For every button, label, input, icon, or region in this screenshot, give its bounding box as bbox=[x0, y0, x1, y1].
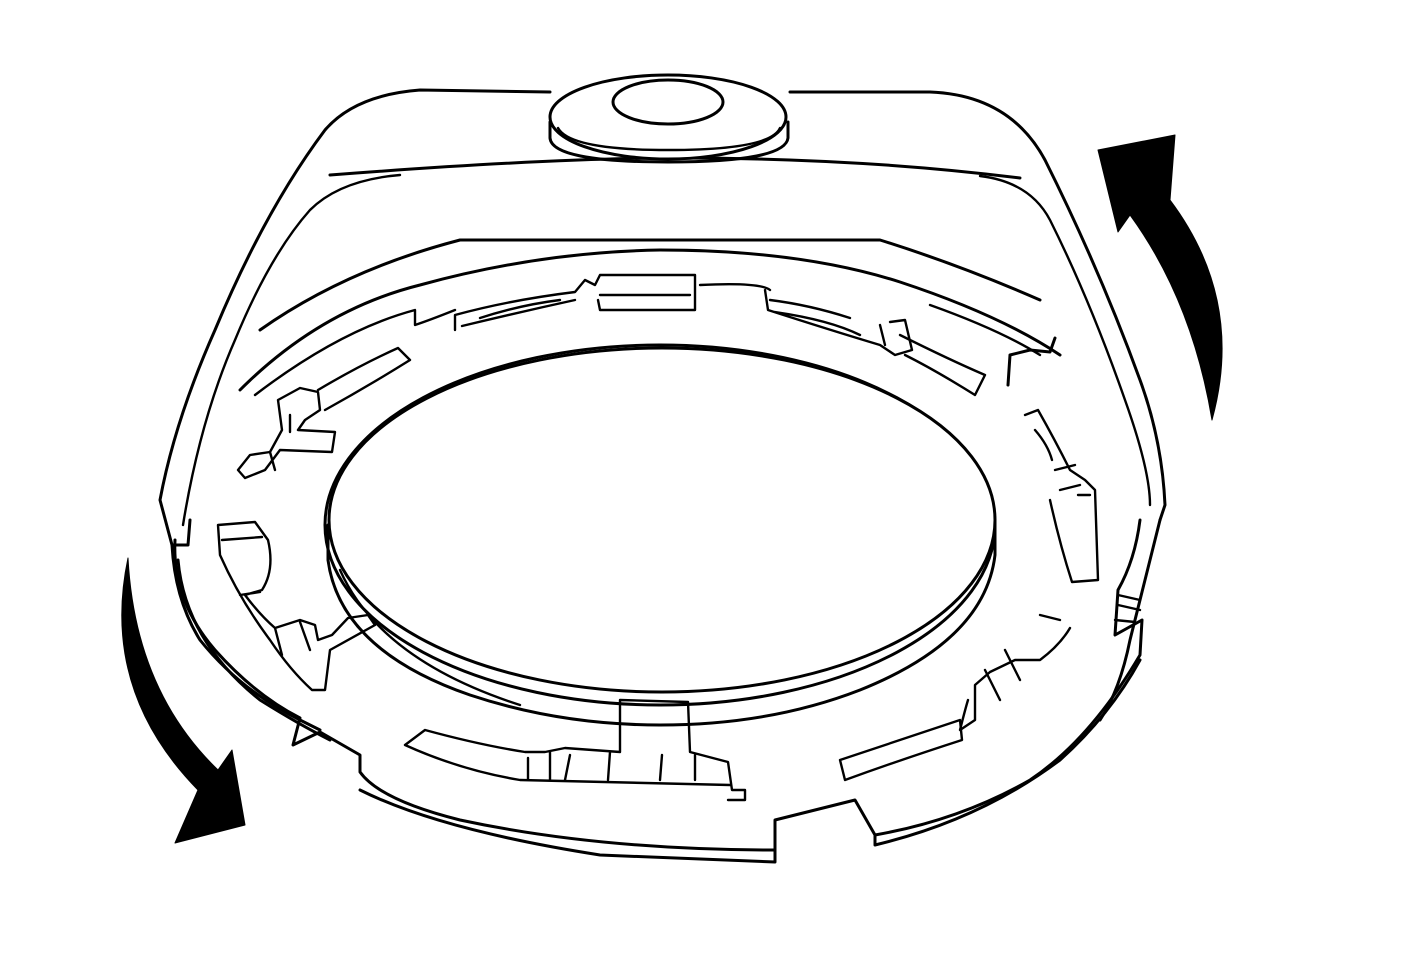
curved-arrow-down-right-icon bbox=[121, 557, 246, 844]
lock-slot-left bbox=[316, 346, 412, 412]
top-port-cap bbox=[548, 73, 790, 164]
cover-rim-upper bbox=[258, 238, 1042, 332]
lock-ring-top-edge bbox=[238, 248, 1062, 392]
housing-outline bbox=[158, 88, 1167, 547]
lock-tab-top-right bbox=[763, 288, 914, 357]
cap-rim bbox=[556, 126, 782, 152]
lock-tab-left-upper bbox=[236, 386, 337, 480]
housing-notch-right bbox=[1006, 336, 1057, 387]
rotation-arrows bbox=[121, 134, 1223, 844]
lock-tab-lower-right bbox=[958, 613, 1072, 732]
housing-left-skirt bbox=[170, 518, 322, 732]
cap-top bbox=[548, 73, 788, 161]
lock-slot-right bbox=[898, 333, 987, 397]
curved-arrow-up-left-icon bbox=[1097, 134, 1223, 421]
disc-side bbox=[326, 518, 997, 727]
housing-right-step bbox=[1098, 518, 1162, 722]
lock-tab-right bbox=[1023, 408, 1100, 584]
housing-inner-contour bbox=[181, 173, 1152, 527]
lock-ring-outer-edge bbox=[173, 518, 1144, 852]
sender-module-disc bbox=[326, 346, 997, 727]
lock-tab-left-lower bbox=[216, 520, 377, 692]
housing-notch-lower-right bbox=[1113, 593, 1142, 624]
lock-slot-lower-right bbox=[838, 718, 964, 782]
cap-body bbox=[548, 120, 790, 164]
lock-tabs bbox=[216, 273, 1142, 802]
disc-top bbox=[327, 346, 997, 694]
cap-hole bbox=[611, 78, 725, 126]
lock-tab-top bbox=[453, 273, 697, 332]
lock-ring-lower-rim bbox=[176, 558, 1142, 864]
lock-tab-bottom bbox=[403, 698, 747, 802]
lock-ring bbox=[173, 238, 1144, 864]
disc-side-highlight bbox=[338, 568, 522, 707]
